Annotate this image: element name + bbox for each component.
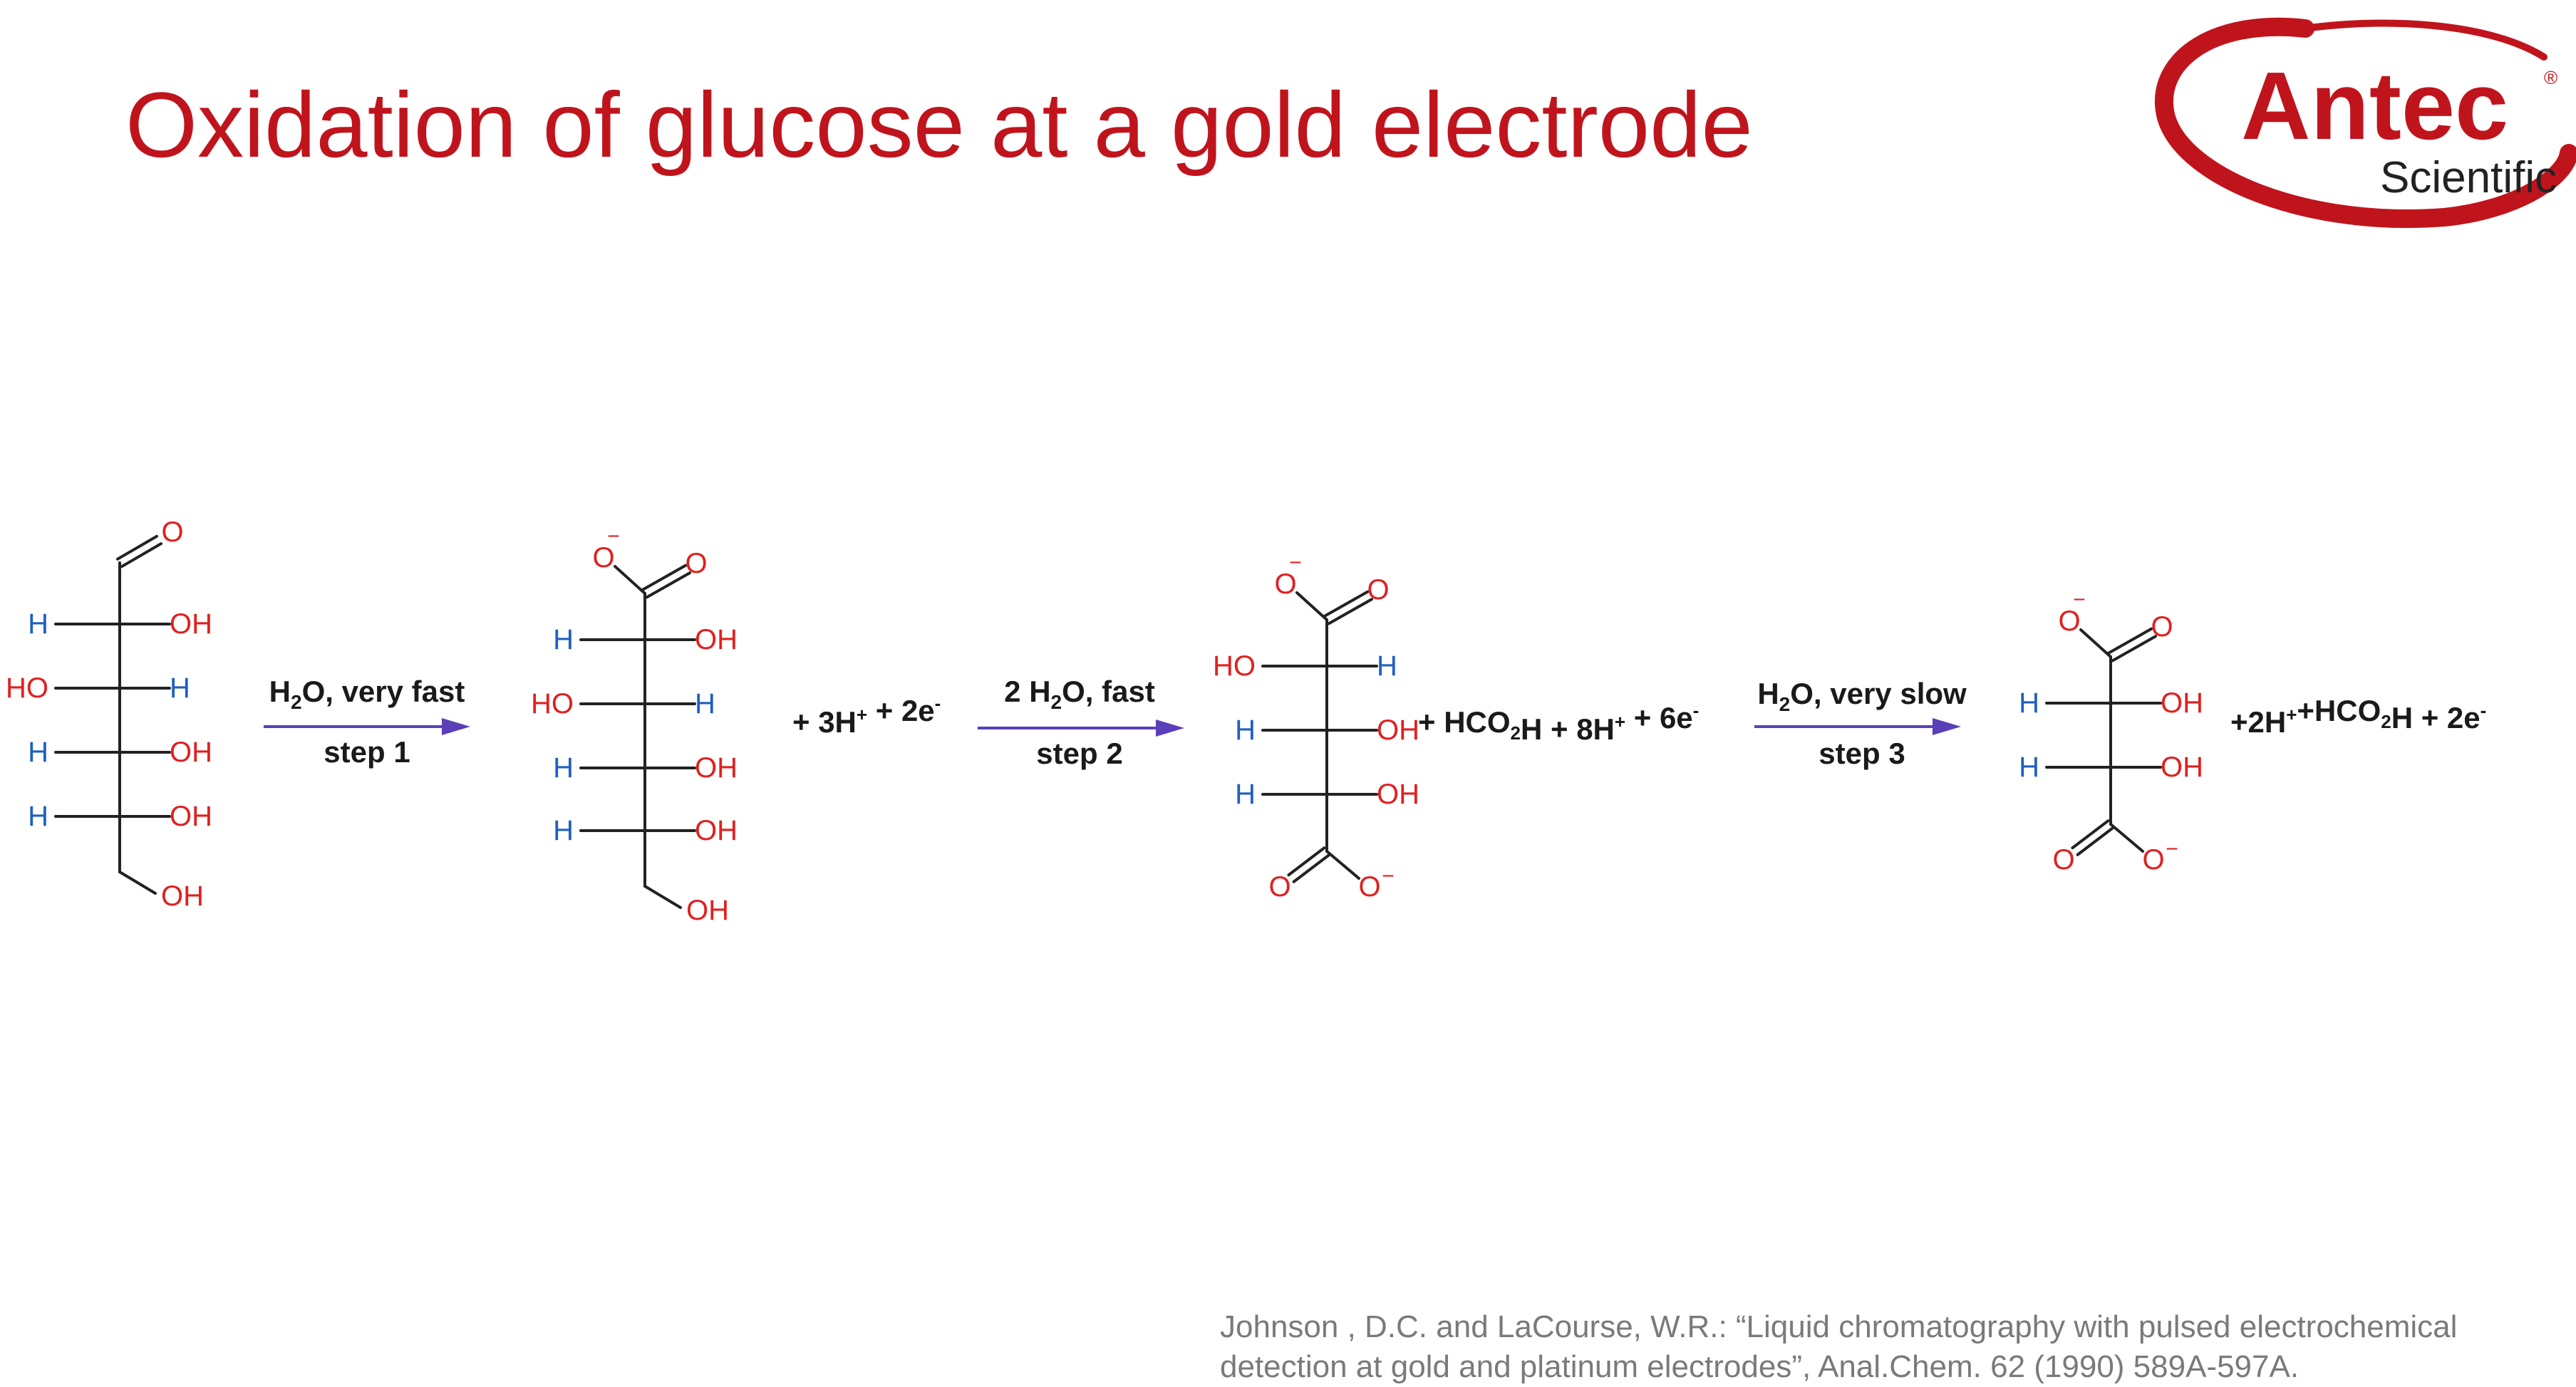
carbonyl-bond: [115, 534, 158, 561]
step-label: step 3: [1819, 737, 1905, 770]
carboxylate-bond: [2109, 823, 2144, 853]
oxygen-label: O: [161, 516, 183, 548]
hydrogen-label: H: [1235, 715, 1256, 746]
logo-subtitle: Scientific: [2380, 153, 2557, 202]
arrow-head: [442, 718, 470, 735]
arrow-head: [1933, 718, 1961, 735]
hydrogen-label: H: [2019, 752, 2039, 783]
step-label: step 2: [1036, 737, 1122, 770]
carbonyl-bond: [2111, 635, 2157, 663]
hydroxyl-label: OH: [2161, 752, 2203, 783]
carbonyl-bond: [1287, 846, 1326, 877]
oxygen-label: O: [2142, 844, 2164, 876]
hydrogen-label: H: [170, 672, 190, 704]
hydroxyl-label: OH: [1377, 779, 1419, 810]
slide-title: Oxidation of glucose at a gold electrode: [125, 73, 1753, 177]
hydroxyl-label: OH: [161, 880, 204, 912]
carbonyl-bond: [645, 571, 691, 599]
hydrogen-label: H: [695, 688, 715, 720]
logo-swoosh-top: [2302, 19, 2547, 61]
byproduct-label: + HCO2H + 8H+ + 6e-: [1418, 700, 1699, 746]
hydrogen-label: H: [553, 815, 574, 846]
carboxylate-bond: [1325, 850, 1360, 880]
hydrogen-label: H: [1377, 650, 1397, 682]
citation-line-1: Johnson , D.C. and LaCourse, W.R.: “Liqu…: [1220, 1309, 2458, 1344]
carbonyl-bond: [120, 542, 163, 568]
byproduct-label: +2H++HCO2H + 2e-: [2230, 694, 2486, 739]
citation-line-2: detection at gold and platinum electrode…: [1220, 1349, 2300, 1384]
carbonyl-bond: [2107, 627, 2153, 655]
carboxylate-bond: [614, 565, 646, 595]
hydroxyl-label: HO: [531, 688, 574, 720]
backbone-bond: [643, 885, 682, 909]
hydrogen-label: H: [28, 608, 48, 640]
hydroxyl-label: OH: [695, 815, 738, 846]
carbonyl-bond: [1292, 853, 1331, 883]
oxygen-label: O: [2058, 606, 2080, 637]
hydroxyl-label: OH: [686, 895, 729, 926]
hydroxyl-label: OH: [1377, 715, 1419, 746]
charge-label: −: [2073, 588, 2086, 612]
citation: Johnson , D.C. and LaCourse, W.R.: “Liqu…: [1220, 1307, 2457, 1387]
charge-label: −: [2166, 838, 2178, 861]
reagent-label: H2O, very slow: [1757, 677, 1967, 715]
hydrogen-label: H: [2019, 687, 2039, 719]
reagent-label: H2O, very fast: [269, 675, 465, 713]
oxygen-label: O: [1274, 568, 1296, 600]
oxygen-label: O: [685, 548, 707, 579]
logo-registered: ®: [2544, 67, 2557, 88]
carboxylate-bond: [1295, 591, 1328, 621]
hydroxyl-label: OH: [2161, 687, 2203, 719]
logo-swoosh: [2154, 17, 2576, 229]
oxygen-label: O: [1367, 574, 1389, 606]
oxygen-label: O: [592, 542, 614, 573]
carboxylate-bond: [2079, 628, 2112, 658]
hydroxyl-label: OH: [170, 608, 212, 640]
logo-brand: Antec: [2241, 52, 2508, 160]
arrow-head: [1156, 720, 1184, 737]
hydroxyl-label: OH: [695, 624, 738, 655]
charge-label: −: [1382, 865, 1395, 888]
carbonyl-bond: [1323, 590, 1370, 618]
hydrogen-label: H: [553, 752, 574, 784]
carbonyl-bond: [1327, 598, 1373, 625]
hydrogen-label: H: [553, 624, 574, 655]
hydroxyl-label: OH: [170, 801, 212, 832]
oxygen-label: O: [1268, 871, 1290, 903]
byproduct-label: + 3H+ + 2e-: [792, 692, 941, 739]
backbone-bond: [118, 871, 157, 895]
hydrogen-label: H: [1235, 779, 1256, 810]
charge-label: −: [607, 525, 620, 549]
step-label: step 1: [324, 735, 410, 769]
carbonyl-bond: [2076, 826, 2115, 856]
antec-logo: Antec ® Scientific: [2154, 17, 2576, 229]
oxygen-label: O: [2151, 611, 2173, 643]
oxygen-label: O: [2052, 844, 2074, 876]
hydroxyl-label: OH: [170, 737, 212, 768]
hydrogen-label: H: [28, 801, 48, 832]
oxygen-label: O: [1358, 871, 1380, 903]
hydroxyl-label: HO: [6, 672, 48, 704]
hydroxyl-label: HO: [1213, 650, 1256, 682]
charge-label: −: [1289, 551, 1302, 575]
hydrogen-label: H: [28, 737, 48, 768]
hydroxyl-label: OH: [695, 752, 738, 784]
carbonyl-bond: [2071, 819, 2110, 850]
reagent-label: 2 H2O, fast: [1004, 675, 1155, 713]
carbonyl-bond: [641, 563, 688, 591]
